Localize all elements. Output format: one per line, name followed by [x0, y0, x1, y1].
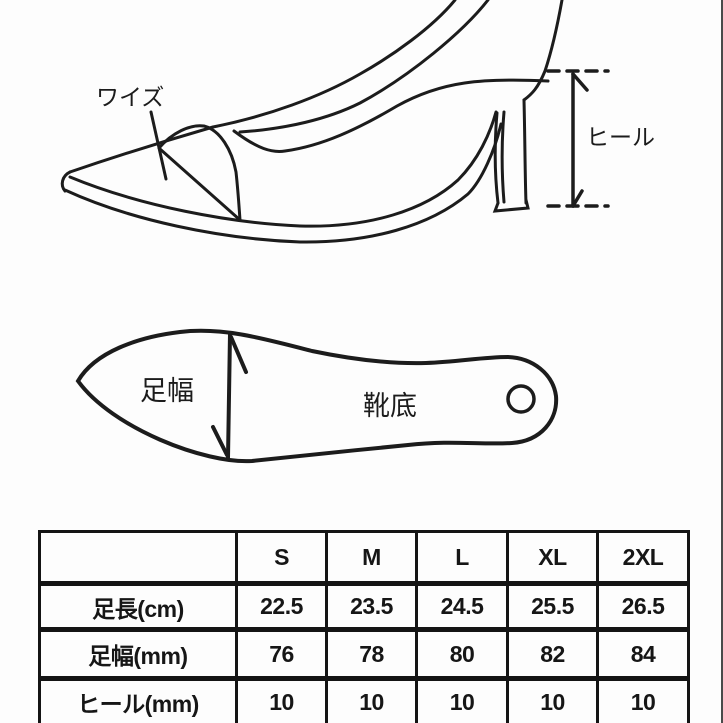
size-value-cell: 10	[415, 676, 509, 723]
heel-tip	[492, 198, 530, 213]
foot-length-row: 足長(cm) 22.5 23.5 24.5 25.5 26.5	[38, 581, 690, 631]
shoe-collar-outer-line	[211, 0, 457, 129]
heel-measure-arrow-top	[571, 72, 589, 92]
size-column-header: S	[235, 530, 328, 585]
foot-width-measurement	[211, 332, 248, 460]
size-value-cell: 78	[325, 627, 418, 680]
foot-width-arrow-top	[229, 335, 248, 374]
size-column-header: 2XL	[596, 530, 690, 585]
heel-front-edge	[493, 111, 500, 205]
heel-back-edge	[522, 98, 528, 205]
size-value-cell: 10	[235, 676, 328, 723]
size-value-cell: 10	[596, 676, 690, 723]
size-value-cell: 82	[506, 627, 599, 680]
size-value-cell: 80	[415, 627, 509, 680]
size-value-cell: 84	[596, 627, 690, 680]
foot-width-label: 足幅	[140, 376, 194, 406]
corner-cell	[38, 530, 238, 585]
sole-top-line	[68, 110, 498, 228]
width-pointer-line	[149, 110, 168, 181]
size-value-cell: 25.5	[506, 581, 599, 631]
size-table: S M L XL 2XL 足長(cm) 22.5 23.5 24.5 25.5 …	[38, 530, 690, 723]
size-value-cell: 76	[235, 627, 328, 680]
size-value-cell: 23.5	[325, 581, 418, 631]
size-value-cell: 10	[506, 676, 599, 723]
heel-label: ヒール	[586, 124, 655, 150]
right-edge-border	[721, 0, 723, 723]
shoe-toe-edge	[68, 125, 215, 174]
measurement-diagrams: ワイズ ヒール 足幅 靴底	[60, 0, 655, 464]
heel-measurement	[546, 69, 610, 208]
size-column-header: L	[415, 530, 509, 585]
size-column-header: M	[325, 530, 418, 585]
shoe-back-curve	[522, 0, 564, 102]
foot-width-arrow-bottom	[211, 425, 229, 457]
row-label-cell: 足幅(mm)	[38, 627, 238, 680]
foot-width-row: 足幅(mm) 76 78 80 82 84	[38, 627, 690, 680]
sole-bottom-line	[63, 122, 503, 244]
size-value-cell: 22.5	[235, 581, 328, 631]
foot-width-line	[226, 332, 232, 460]
sole-drawing: 足幅 靴底	[75, 328, 559, 464]
size-column-header: XL	[506, 530, 599, 585]
width-label: ワイズ	[96, 84, 164, 110]
sole-label: 靴底	[363, 391, 417, 421]
vamp-arc	[157, 124, 242, 222]
heel-measure-arrow-bottom	[571, 189, 584, 208]
shoe-opening-line	[232, 78, 550, 153]
heel-inner-line	[500, 110, 506, 204]
row-label-cell: 足長(cm)	[38, 581, 238, 631]
size-value-cell: 24.5	[415, 581, 509, 631]
size-table-header-row: S M L XL 2XL	[38, 530, 690, 585]
heel-height-row: ヒール(mm) 10 10 10 10 10	[38, 676, 690, 723]
vamp-width-line	[158, 147, 242, 222]
size-value-cell: 26.5	[596, 581, 690, 631]
toe-front-face	[60, 170, 72, 193]
row-label-cell: ヒール(mm)	[38, 676, 238, 723]
size-value-cell: 10	[325, 676, 418, 723]
sole-outline	[75, 328, 559, 464]
pump-shoe-drawing: ワイズ ヒール	[60, 0, 655, 244]
shoe-collar-inner-line	[238, 0, 490, 134]
heel-pin-circle	[506, 384, 536, 414]
